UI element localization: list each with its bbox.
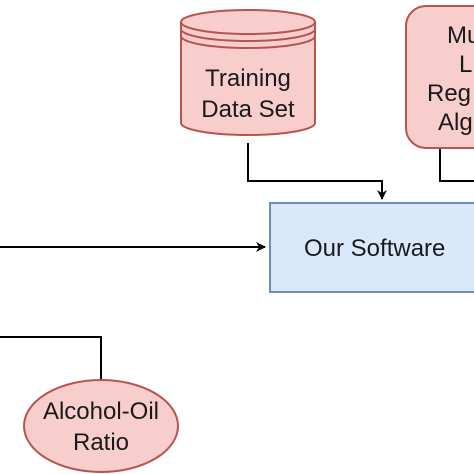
training-data-label-line-1: Training <box>205 65 291 92</box>
algorithm-label-line-1: Mu <box>447 22 474 49</box>
training-data-set-node: Training Data Set <box>180 9 316 136</box>
algorithm-label-line-2: L <box>459 51 472 78</box>
our-software-label: Our Software <box>304 235 445 262</box>
training-data-cylinder-body <box>180 22 316 136</box>
alcohol-oil-ratio-ellipse <box>23 379 179 473</box>
training-data-cylinder-top <box>180 9 316 35</box>
alcohol-oil-ratio-label-line-1: Alcohol-Oil <box>43 398 159 425</box>
algorithm-box <box>405 5 474 149</box>
edges <box>0 143 474 380</box>
our-software-node: Our Software <box>269 202 474 293</box>
alcohol-oil-ratio-label-line-2: Ratio <box>73 429 129 456</box>
our-software-box <box>269 202 474 293</box>
edge-alcohol-ratio-connector <box>0 336 102 380</box>
edge-algorithm-to-software <box>439 148 474 182</box>
algorithm-label-line-3: Reg <box>427 80 471 107</box>
training-data-label-line-2: Data Set <box>201 96 295 123</box>
edge-training-to-software <box>247 143 387 200</box>
algorithm-label-line-4: Alg <box>438 109 473 136</box>
algorithm-node: Mu L Reg Alg <box>405 5 474 149</box>
alcohol-oil-ratio-node: Alcohol-Oil Ratio <box>23 379 179 473</box>
training-data-cylinder-ring-1 <box>180 28 316 42</box>
training-data-cylinder-ring-2 <box>180 35 316 49</box>
